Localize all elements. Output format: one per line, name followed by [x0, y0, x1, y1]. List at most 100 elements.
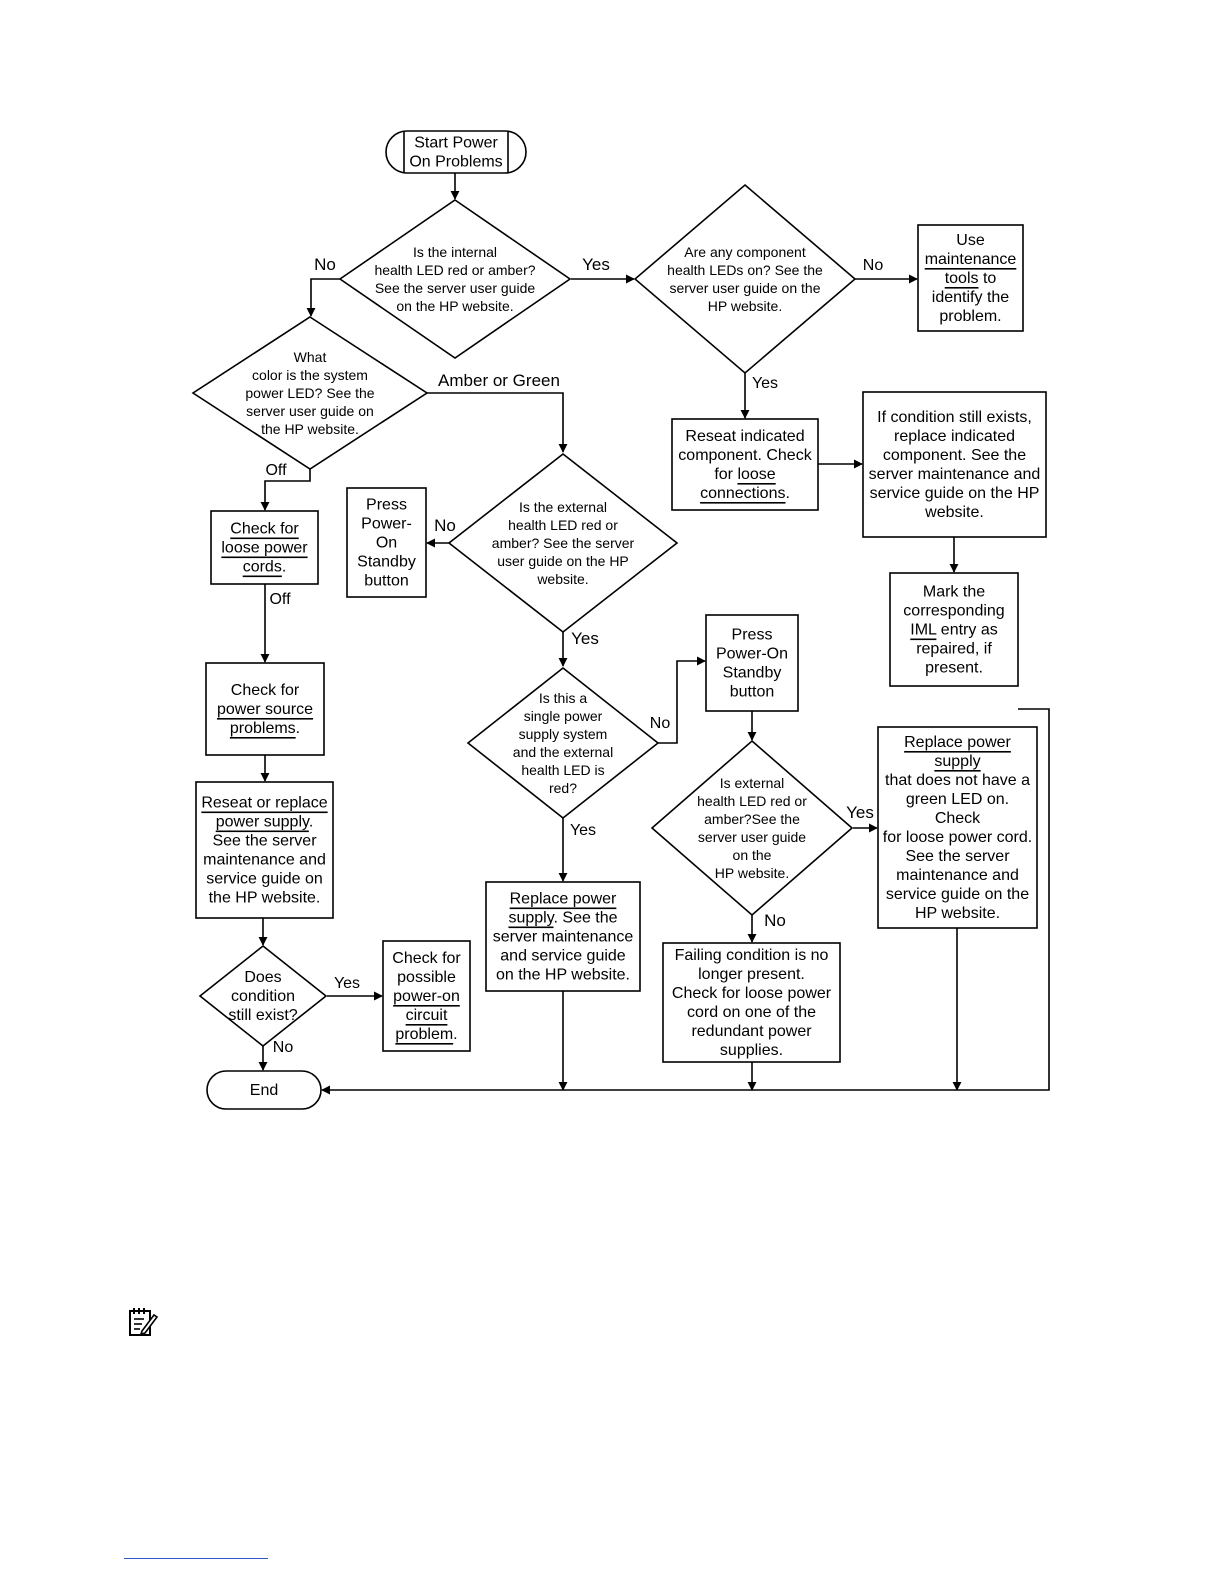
node-text-line: user guide on the HP: [497, 553, 629, 569]
node-text-line: Standby: [357, 553, 416, 570]
node-text-line: Use: [956, 232, 985, 249]
node-text-line: End: [250, 1082, 278, 1099]
node-text-line: for loose power cord.: [883, 829, 1032, 846]
node-text-line: Check for: [392, 950, 461, 967]
node-text-line: Power-: [361, 515, 412, 532]
decision-diamond: [191, 316, 429, 470]
node-text-line: possible: [397, 969, 456, 986]
edge-label-component-yes: Yes: [752, 375, 778, 392]
node-text-line: supplies.: [720, 1042, 783, 1059]
node-text-line: Press: [732, 626, 773, 643]
node-text-line: server user guide on: [246, 403, 374, 419]
node-text-line: HP website.: [915, 905, 1000, 922]
process-box: [889, 572, 1019, 687]
node-text-line: supply: [934, 753, 980, 770]
node-text-line: health LEDs on? See the: [667, 262, 823, 278]
node-text-line: On Problems: [409, 153, 502, 170]
node-text-line: on the HP website.: [396, 298, 513, 314]
node-text-line: website.: [924, 504, 984, 521]
node-text-line: connections.: [700, 485, 790, 502]
node-text-line: Check for: [230, 520, 299, 537]
node-text-line: maintenance: [925, 251, 1017, 268]
node-text-line: green LED on.: [906, 791, 1009, 808]
node-text-line: power LED? See the: [245, 385, 374, 401]
process-box: [671, 418, 819, 511]
node-text-line: Check for loose power: [672, 985, 832, 1002]
node-text-line: Is this a: [539, 690, 587, 706]
node-text-line: Start Power: [414, 134, 498, 151]
node-text-line: Is external: [720, 775, 785, 791]
node-text-line: still exist?: [228, 1007, 297, 1024]
edge-label-component-no: No: [863, 257, 884, 274]
node-text-line: on the: [733, 847, 772, 863]
node-text-line: service guide on: [206, 870, 323, 887]
node-text-line: Reseat or replace: [201, 794, 327, 811]
node-text-line: HP website.: [708, 298, 782, 314]
node-text-line: health LED red or: [508, 517, 618, 533]
node-text-line: service guide on the HP: [870, 485, 1040, 502]
process-box: [862, 391, 1047, 538]
node-text-line: on the HP website.: [496, 966, 630, 983]
edge-label-internal-yes: Yes: [582, 255, 610, 274]
connector-arrow-8: [260, 469, 311, 511]
node-start: Start Power On Problems: [385, 130, 527, 174]
node-text-line: maintenance and: [203, 851, 326, 868]
node-text-line: supply. See the: [508, 909, 617, 926]
node-text-line: present.: [925, 659, 983, 676]
note-icon: [129, 1308, 158, 1336]
process-box: [705, 614, 799, 712]
node-text-line: power supply.: [216, 813, 314, 830]
node-text-line: corresponding: [903, 602, 1004, 619]
node-text-line: server user guide on the: [670, 280, 821, 296]
edge-label-external-yes: Yes: [571, 629, 599, 648]
decision-diamond: [633, 183, 857, 375]
node-text-line: red?: [549, 780, 577, 796]
connector-arrow-12: [658, 656, 706, 744]
node-text-line: server maintenance: [493, 928, 634, 945]
node-text-line: cords.: [243, 558, 287, 575]
decision-diamond: [447, 452, 679, 634]
connector-arrow-24: [321, 708, 1050, 1095]
edge-label-external-no: No: [434, 516, 456, 535]
node-text-line: Power-On: [716, 645, 788, 662]
node-text-line: Is the internal: [413, 244, 497, 260]
node-text-line: component. See the: [883, 447, 1026, 464]
node-text-line: See the server: [905, 848, 1010, 865]
node-text-line: tools to: [945, 270, 997, 287]
node-text-line: What: [294, 349, 327, 365]
node-text-line: repaired, if: [916, 640, 992, 657]
edge-label-led-amber-green: Amber or Green: [438, 371, 560, 390]
node-text-line: problems.: [230, 720, 300, 737]
decision-diamond: [466, 666, 660, 820]
node-text-line: component. Check: [678, 447, 812, 464]
node-text-line: and service guide: [500, 947, 626, 964]
edge-label-led-off: Off: [265, 462, 287, 479]
node-replace-component: If condition still exists,replace indica…: [862, 391, 1047, 538]
edge-label-external2-no: No: [764, 911, 786, 930]
node-text-line: identify the: [932, 289, 1009, 306]
node-text-line: Standby: [723, 664, 782, 681]
node-text-line: See the server user guide: [375, 280, 536, 296]
node-text-line: See the server: [212, 832, 317, 849]
node-text-line: amber? See the server: [492, 535, 635, 551]
node-text-line: that does not have a: [885, 772, 1030, 789]
node-reseat-supply: Reseat or replace power supply. See the se…: [195, 781, 334, 919]
node-text-line: supply system: [519, 726, 608, 742]
process-box: [382, 940, 471, 1052]
node-text-line: the HP website.: [261, 421, 359, 437]
process-box: [195, 781, 334, 919]
connector-arrow-3: [306, 278, 340, 317]
node-text-line: button: [364, 572, 408, 589]
node-text-line: Reseat indicated: [685, 428, 804, 445]
node-text-line: problem.: [395, 1026, 457, 1043]
node-end: End: [206, 1070, 322, 1110]
node-text-line: amber?See the: [704, 811, 800, 827]
node-text-line: button: [730, 683, 774, 700]
